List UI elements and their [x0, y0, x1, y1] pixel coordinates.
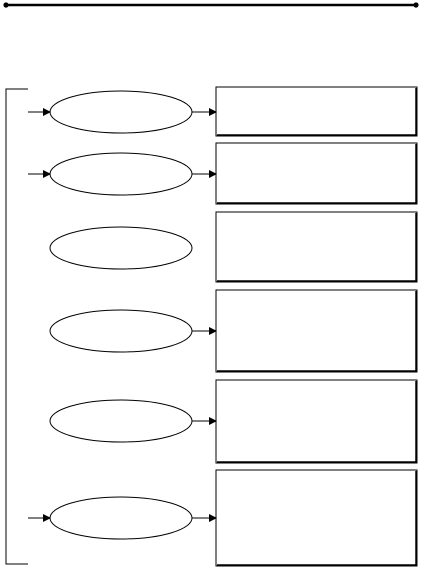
diagram-row [49, 379, 418, 464]
process-box [215, 86, 418, 137]
process-box [215, 142, 418, 205]
rule-left-endpoint [3, 2, 9, 8]
process-box [215, 211, 418, 283]
diagram-row [28, 86, 418, 137]
process-ellipse [49, 226, 193, 270]
diagram-row [49, 211, 418, 283]
process-box [215, 289, 418, 373]
diagram-row [28, 142, 418, 205]
header-rule [3, 2, 419, 8]
diagram-row [28, 469, 418, 567]
process-box [215, 379, 418, 464]
process-ellipse [49, 90, 193, 134]
left-bracket [5, 88, 28, 565]
diagram-row [49, 289, 418, 373]
process-ellipse [49, 309, 193, 353]
rule-right-endpoint [413, 2, 419, 8]
process-box [215, 469, 418, 567]
process-ellipse [49, 399, 193, 443]
rows-layer [28, 86, 418, 567]
process-ellipse [49, 152, 193, 196]
process-ellipse [49, 496, 193, 540]
